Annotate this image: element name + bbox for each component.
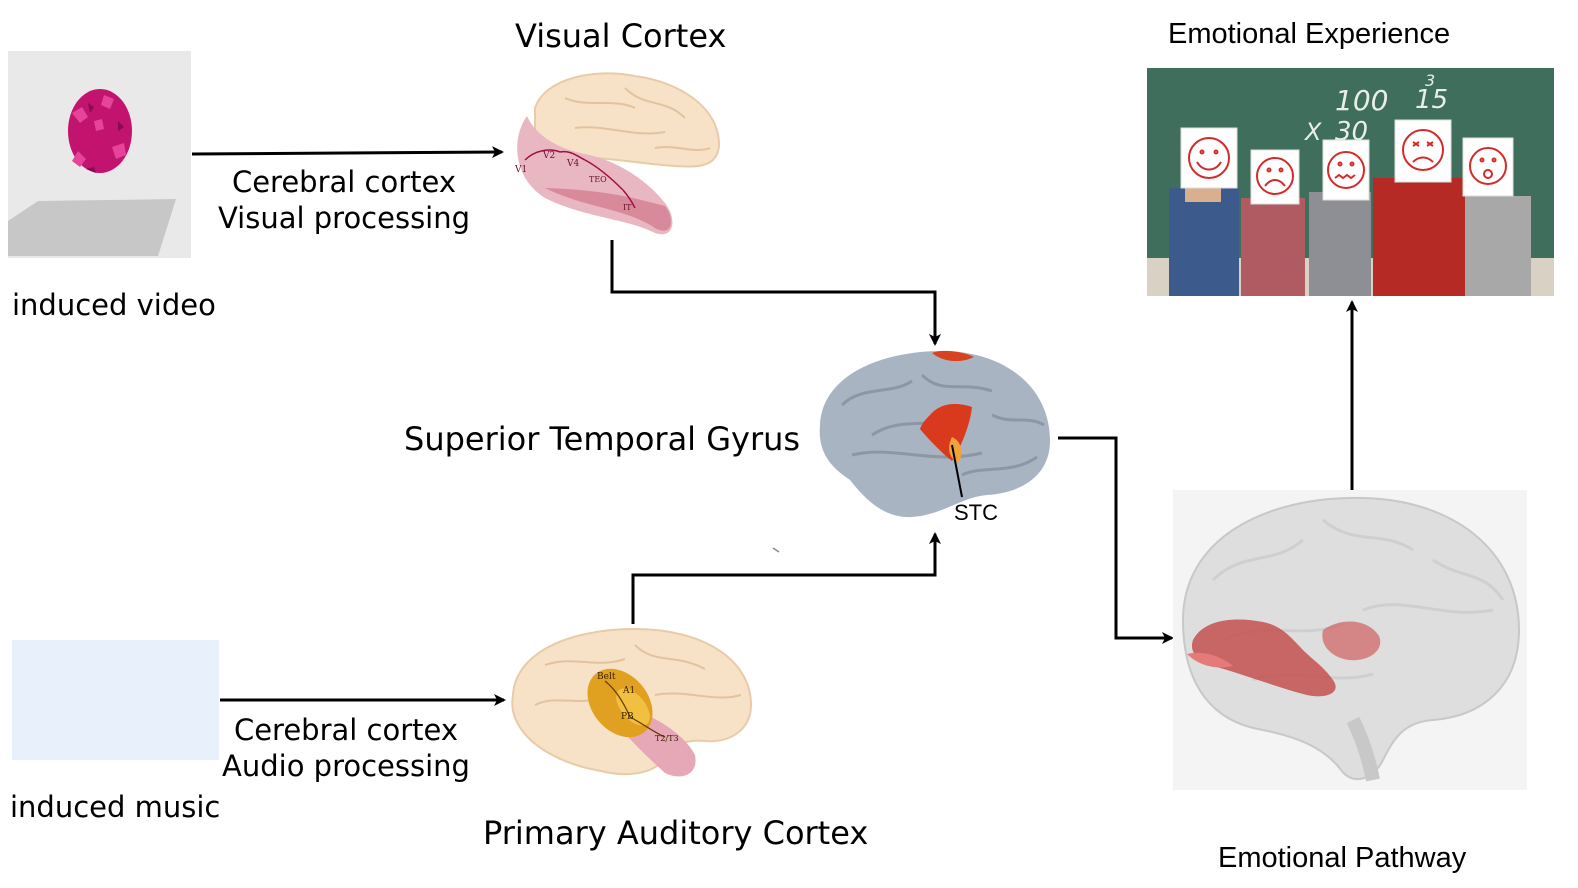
visual-cortex-title: Visual Cortex — [515, 17, 727, 55]
induced-video-thumbnail — [8, 51, 191, 258]
auditory-cortex-title: Primary Auditory Cortex — [483, 814, 869, 852]
auditory-cortex-brain: Belt A1 PB T2/T3 — [505, 625, 755, 785]
chalkboard-photo: 100 3 15 X 30 — [1147, 68, 1554, 296]
area-v2: V2 — [542, 151, 555, 161]
stg-title: Superior Temporal Gyrus — [404, 420, 801, 458]
stc-marker: STC — [954, 500, 998, 525]
area-it: IT — [623, 203, 632, 212]
board-number-3: 3 — [1425, 71, 1435, 90]
area-pb: PB — [621, 712, 634, 722]
area-a1: A1 — [622, 686, 635, 696]
glass-brain-icon — [1173, 490, 1527, 790]
arrow-visual-to-stg — [610, 240, 941, 346]
induced-music-label: induced music — [10, 790, 221, 824]
board-number-15: 15 — [1415, 85, 1448, 115]
stg-brain: STC — [812, 345, 1057, 530]
area-teo: TEO — [589, 175, 607, 184]
magenta-blob-icon — [68, 89, 132, 173]
induced-music-thumbnail — [12, 640, 219, 760]
visual-processing-label: Cerebral cortex Visual processing — [217, 165, 471, 235]
board-x: X — [1303, 118, 1322, 146]
arrow-video-to-visual — [191, 146, 504, 159]
arrow-auditory-to-stg — [631, 532, 941, 624]
audio-processing-label: Cerebral cortex Audio processing — [222, 713, 470, 783]
board-number-100: 100 — [1335, 84, 1388, 117]
area-t2t3: T2/T3 — [655, 734, 679, 743]
area-belt: Belt — [597, 672, 616, 682]
area-v1: V1 — [514, 165, 527, 175]
visual-cortex-brain: V1 V2 V4 TEO IT — [505, 68, 725, 240]
area-v4: V4 — [566, 159, 579, 169]
emotional-pathway-title: Emotional Pathway — [1218, 842, 1467, 874]
arrow-stg-to-pathway — [1058, 436, 1174, 644]
waveform-icon — [17, 650, 215, 750]
induced-video-label: induced video — [12, 288, 216, 322]
emotional-experience-title: Emotional Experience — [1168, 18, 1451, 50]
